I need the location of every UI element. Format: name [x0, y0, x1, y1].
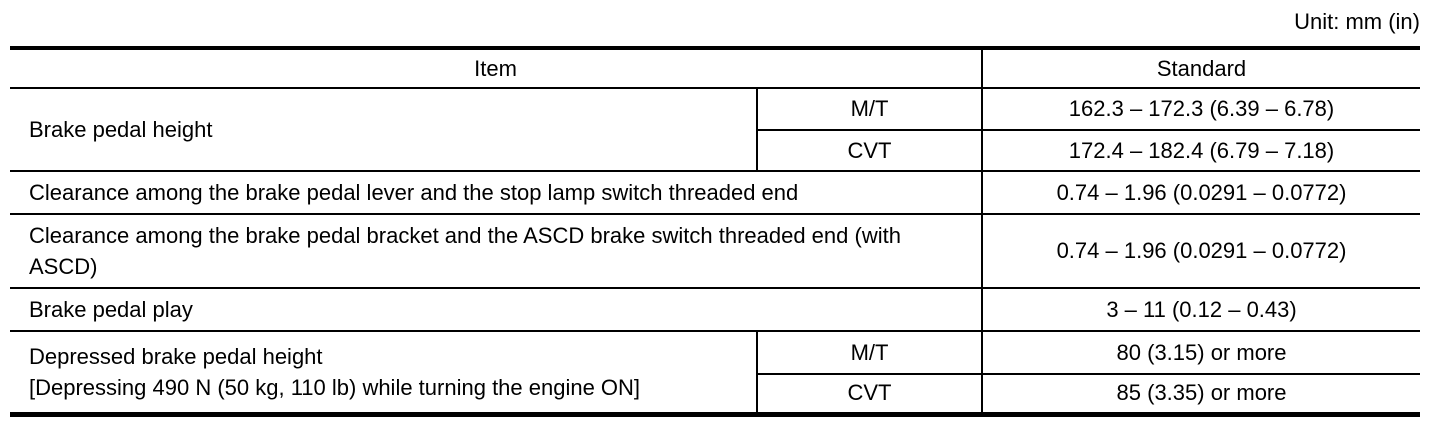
- standard-cell: 0.74 – 1.96 (0.0291 – 0.0772): [981, 171, 1421, 215]
- standard-cell: 172.4 – 182.4 (6.79 – 7.18): [981, 130, 1421, 172]
- row-brake-pedal-height-cvt: CVT 172.4 – 182.4 (6.79 – 7.18): [10, 130, 1421, 172]
- spec-table: Item Standard Brake pedal height M/T 162…: [10, 46, 1421, 417]
- item-cell-depressed-height: Depressed brake pedal height [Depressing…: [10, 331, 757, 415]
- row-clearance-ascd-switch: Clearance among the brake pedal bracket …: [10, 214, 1421, 289]
- standard-cell: 85 (3.35) or more: [981, 374, 1421, 415]
- row-clearance-stop-lamp-switch: Clearance among the brake pedal lever an…: [10, 171, 1421, 215]
- variant-cell-cvt: CVT: [755, 374, 983, 415]
- header-row: Item Standard: [10, 48, 1421, 89]
- standard-column-header: Standard: [981, 48, 1421, 89]
- row-depressed-height-cvt: CVT 85 (3.35) or more: [10, 374, 1421, 415]
- row-brake-pedal-play: Brake pedal play 3 – 11 (0.12 – 0.43): [10, 288, 1421, 332]
- unit-label: Unit: mm (in): [1294, 9, 1420, 34]
- standard-cell: 0.74 – 1.96 (0.0291 – 0.0772): [981, 214, 1421, 289]
- variant-cell-mt: M/T: [755, 88, 983, 131]
- spec-sheet: Unit: mm (in) Item Standard Brake pedal …: [10, 8, 1421, 417]
- item-cell-clearance-stop-lamp: Clearance among the brake pedal lever an…: [10, 171, 983, 215]
- standard-cell: 162.3 – 172.3 (6.39 – 6.78): [981, 88, 1421, 131]
- item-cell-clearance-ascd: Clearance among the brake pedal bracket …: [10, 214, 983, 289]
- row-depressed-height-mt: Depressed brake pedal height [Depressing…: [10, 331, 1421, 415]
- item-cell-brake-pedal-play: Brake pedal play: [10, 288, 983, 332]
- standard-cell: 80 (3.15) or more: [981, 331, 1421, 375]
- item-cell-brake-pedal-height: Brake pedal height: [10, 88, 757, 172]
- variant-cell-cvt: CVT: [755, 130, 983, 172]
- row-brake-pedal-height-mt: Brake pedal height M/T 162.3 – 172.3 (6.…: [10, 88, 1421, 172]
- variant-cell-mt: M/T: [755, 331, 983, 375]
- standard-cell: 3 – 11 (0.12 – 0.43): [981, 288, 1421, 332]
- item-column-header: Item: [10, 48, 983, 89]
